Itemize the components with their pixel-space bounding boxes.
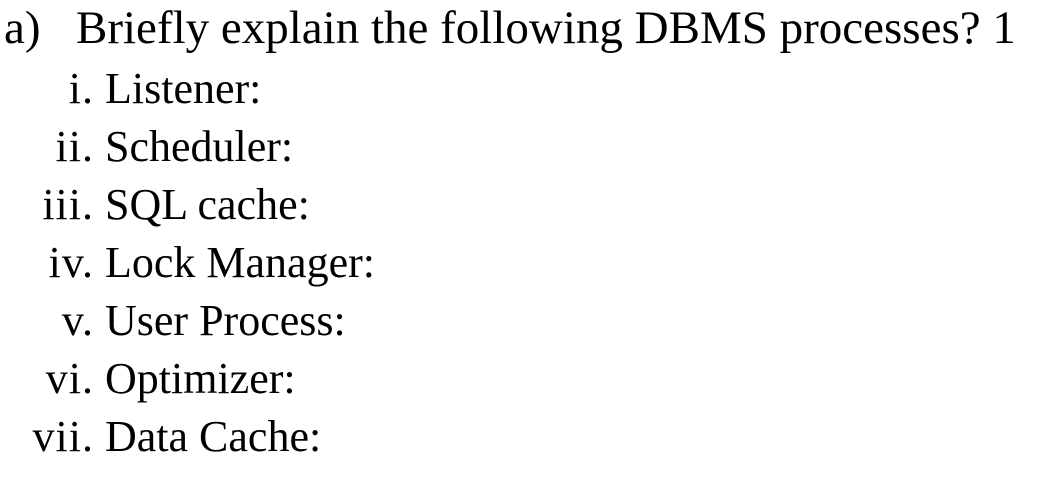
item-label: Lock Manager: bbox=[105, 238, 375, 287]
item-label: User Process: bbox=[105, 296, 346, 345]
item-number: iv. bbox=[48, 238, 94, 287]
item-number: vii. bbox=[32, 412, 94, 461]
question-label: a) bbox=[4, 2, 41, 54]
item-number: i. bbox=[68, 64, 94, 113]
item-label: SQL cache: bbox=[105, 180, 310, 229]
item-label: Optimizer: bbox=[105, 354, 296, 403]
question-heading: a) Briefly explain the following DBMS pro… bbox=[4, 2, 1016, 54]
question-text: Briefly explain the following DBMS proce… bbox=[76, 2, 1016, 54]
item-number: vi. bbox=[45, 354, 94, 403]
item-label: Scheduler: bbox=[105, 122, 294, 171]
item-label: Listener: bbox=[105, 64, 262, 113]
item-number: v. bbox=[61, 296, 94, 345]
item-number: iii. bbox=[42, 180, 94, 229]
item-label: Data Cache: bbox=[105, 412, 322, 461]
item-number: ii. bbox=[55, 122, 94, 171]
